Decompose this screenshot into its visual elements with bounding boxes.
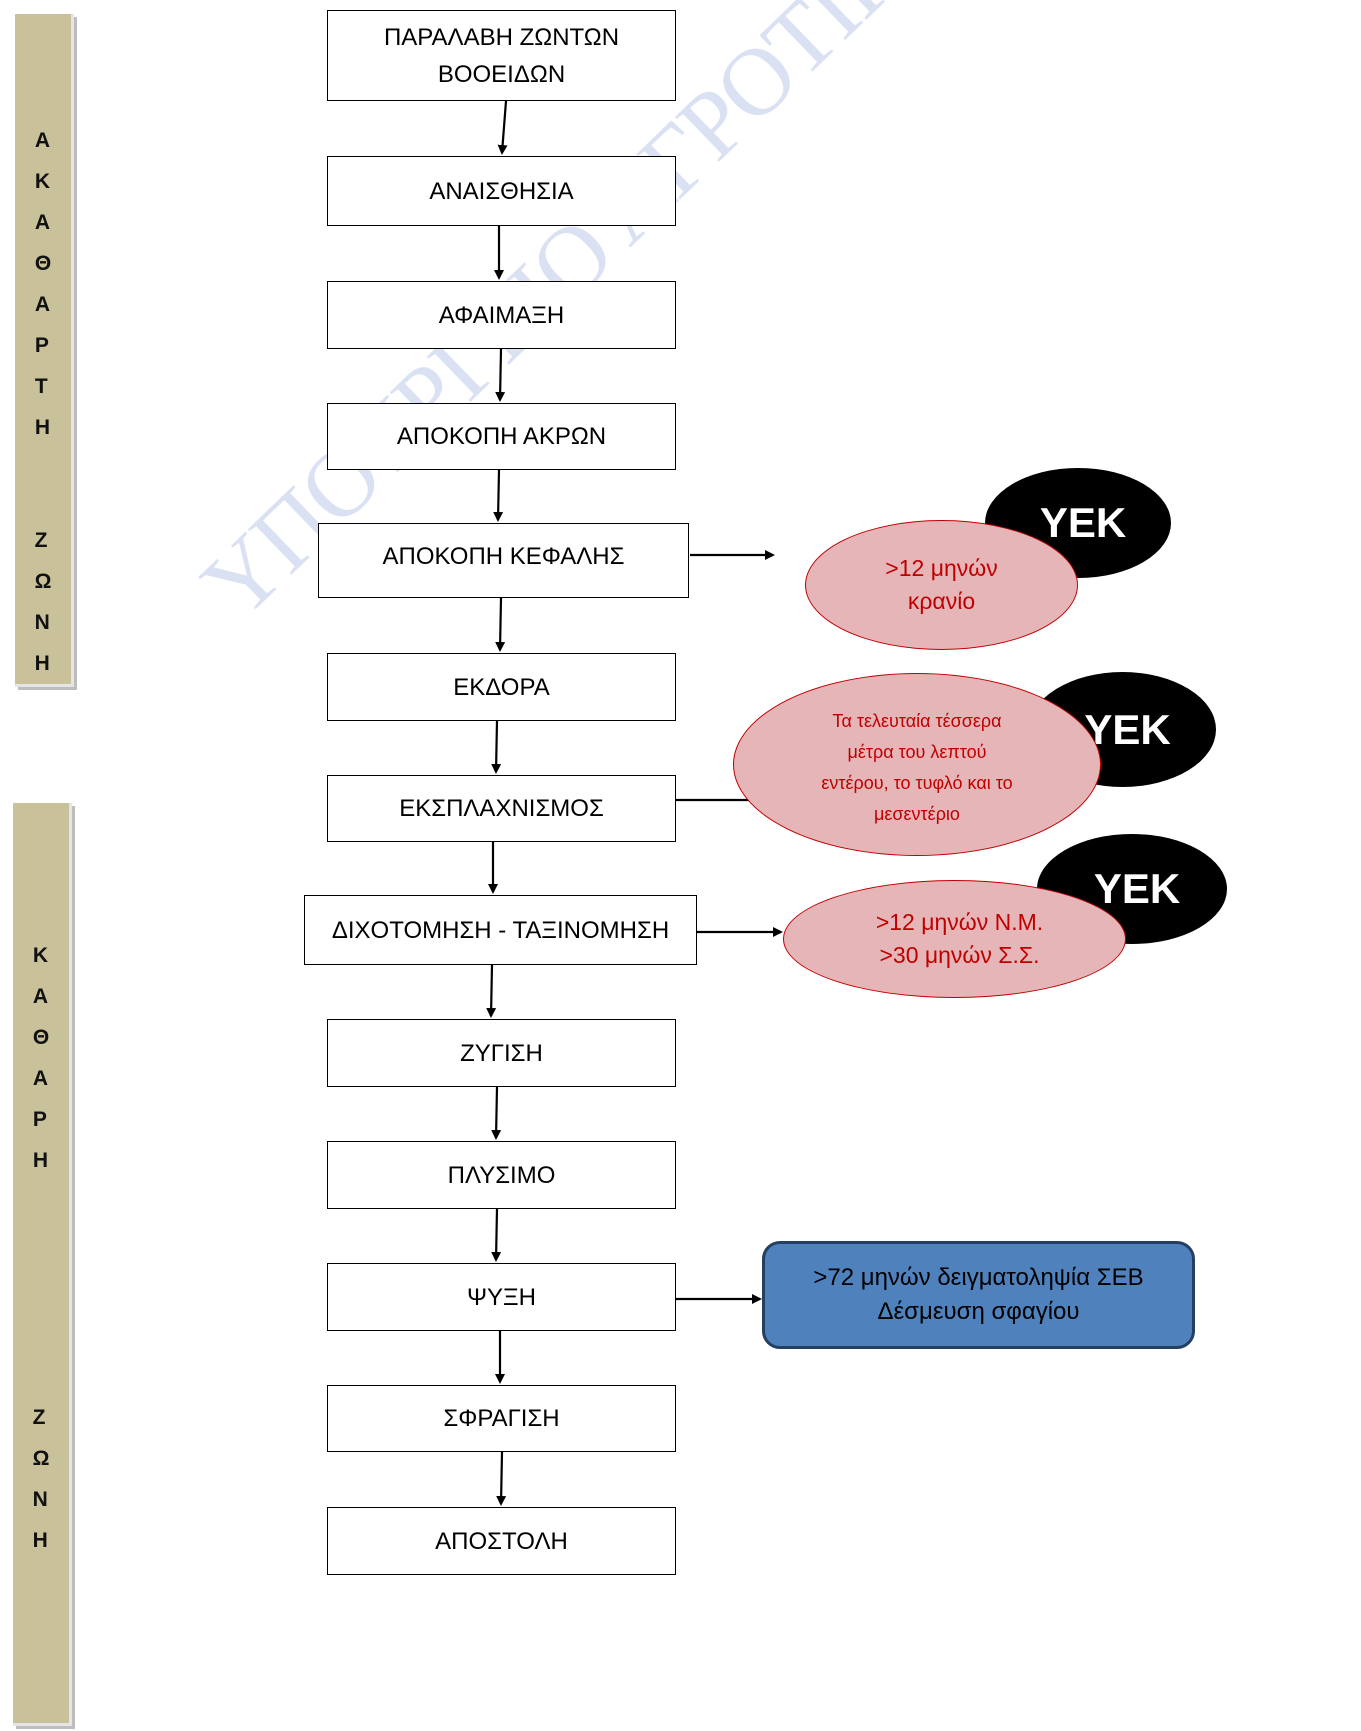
arrow-1-2 [497,100,508,155]
step-bleeding: ΑΦΑΙΜΑΞΗ [327,281,676,349]
arrow-5-6 [495,597,506,652]
zone-letter: Η [32,1529,48,1552]
note-evisceration-intestine: Τα τελευταία τέσσερα μέτρα του λεπτού εν… [733,673,1101,856]
arrow-10-11 [491,1208,502,1262]
zone-letter: Ω [34,570,52,593]
arrow-4-5 [493,469,504,522]
arrow-8-9 [486,964,497,1018]
step-head-removal: ΑΠΟΚΟΠΗ ΚΕΦΑΛΗΣ [318,523,689,598]
zone-letter: Α [32,985,48,1008]
zone-letter: Ν [34,611,50,634]
zone-letter: Η [34,416,50,440]
zone-letter: Α [34,211,50,235]
step-stunning: ΑΝΑΙΣΘΗΣΙΑ [327,156,676,226]
zone-letter: Θ [32,1026,50,1049]
zone-letter: Ρ [32,1108,47,1131]
zone-letter: Ρ [34,334,49,358]
zone-letter: Κ [32,944,48,967]
arrow-9-10 [491,1086,502,1140]
step-weighing: ΖΥΓΙΣΗ [327,1019,676,1087]
zone-letter: Α [34,129,50,153]
zone-letter: Η [32,1149,48,1172]
step-stamping: ΣΦΡΑΓΙΣΗ [327,1385,676,1452]
step-washing: ΠΛΥΣΙΜΟ [327,1141,676,1209]
arrow-3-4 [495,348,506,402]
step-dispatch: ΑΠΟΣΤΟΛΗ [327,1507,676,1575]
zone-letter: Η [34,652,50,675]
zone-letter: Ω [32,1447,50,1470]
zone-letter: Θ [34,252,52,276]
zone-letter: Ζ [32,1406,46,1429]
zone-letter: Α [32,1067,48,1090]
zone-letter: Ζ [34,529,48,552]
step-skinning: ΕΚΔΟΡΑ [327,653,676,721]
step-splitting-grading: ΔΙΧΟΤΟΜΗΣΗ - ΤΑΞΙΝΟΜΗΣΗ [304,895,697,965]
note-splitting-age: >12 μηνών Ν.Μ.>30 μηνών Σ.Σ. [783,880,1126,998]
step-evisceration: ΕΚΣΠΛΑΧΝΙΣΜΟΣ [327,775,676,842]
zone-letter: Α [34,293,50,317]
zone-letter: Τ [34,375,48,399]
step-receive-live-cattle: ΠΑΡΑΛΑΒΗ ΖΩΝΤΩΝ ΒΟΟΕΙΔΩΝ [327,10,676,101]
arrow-6-7 [491,720,502,774]
step-chilling: ΨΥΞΗ [327,1263,676,1331]
zone-letter: Ν [32,1488,48,1511]
arrow-12-13 [496,1451,507,1506]
step-limb-removal: ΑΠΟΚΟΠΗ ΑΚΡΩΝ [327,403,676,470]
zone-letter: Κ [34,170,50,194]
